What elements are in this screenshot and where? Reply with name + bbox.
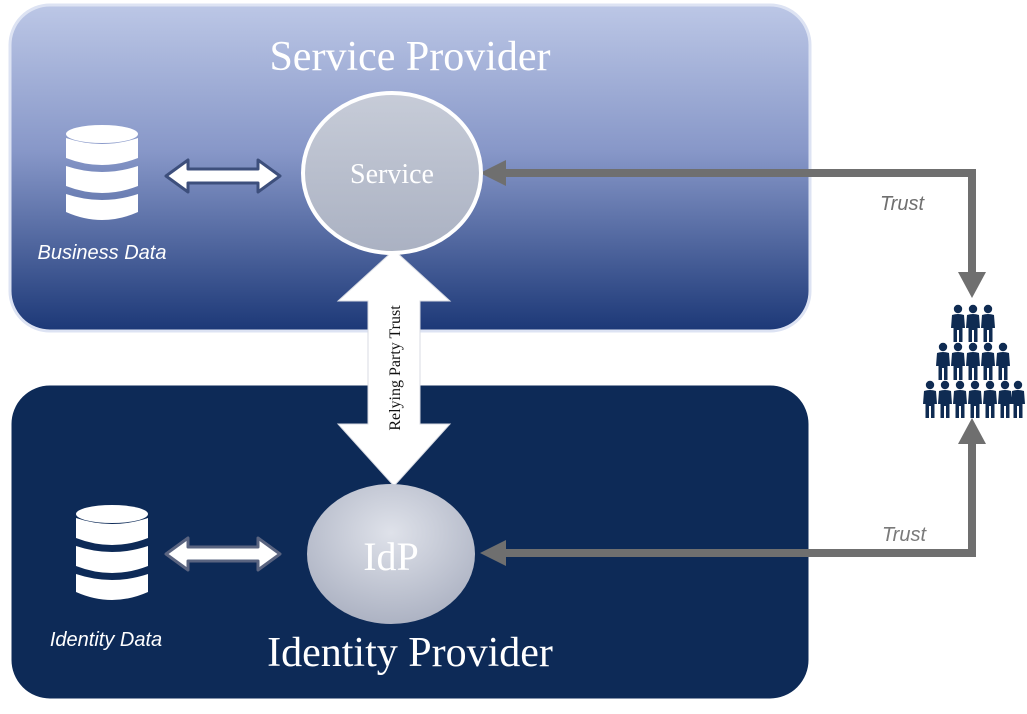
people-pyramid-icon: [923, 304, 1025, 418]
database-icon: [66, 125, 138, 220]
service-node-label: Service: [350, 159, 434, 190]
trust-connector: [500, 169, 976, 557]
identity-data-label: Identity Data: [50, 629, 162, 651]
double-arrow-icon: [164, 536, 282, 572]
trust-arrowheads: [480, 160, 986, 566]
idp-node: [307, 484, 475, 624]
idp-node-label: IdP: [363, 534, 419, 579]
trust-label-top: Trust: [880, 193, 926, 215]
business-data-label: Business Data: [38, 242, 167, 264]
database-icon: [76, 505, 148, 600]
identity-provider-title: Identity Provider: [267, 630, 553, 676]
trust-label-bottom: Trust: [882, 524, 928, 546]
service-provider-title: Service Provider: [269, 34, 550, 80]
double-arrow-icon: [164, 158, 282, 194]
relying-party-trust-label: Relying Party Trust: [387, 305, 404, 431]
service-node: [301, 91, 483, 255]
